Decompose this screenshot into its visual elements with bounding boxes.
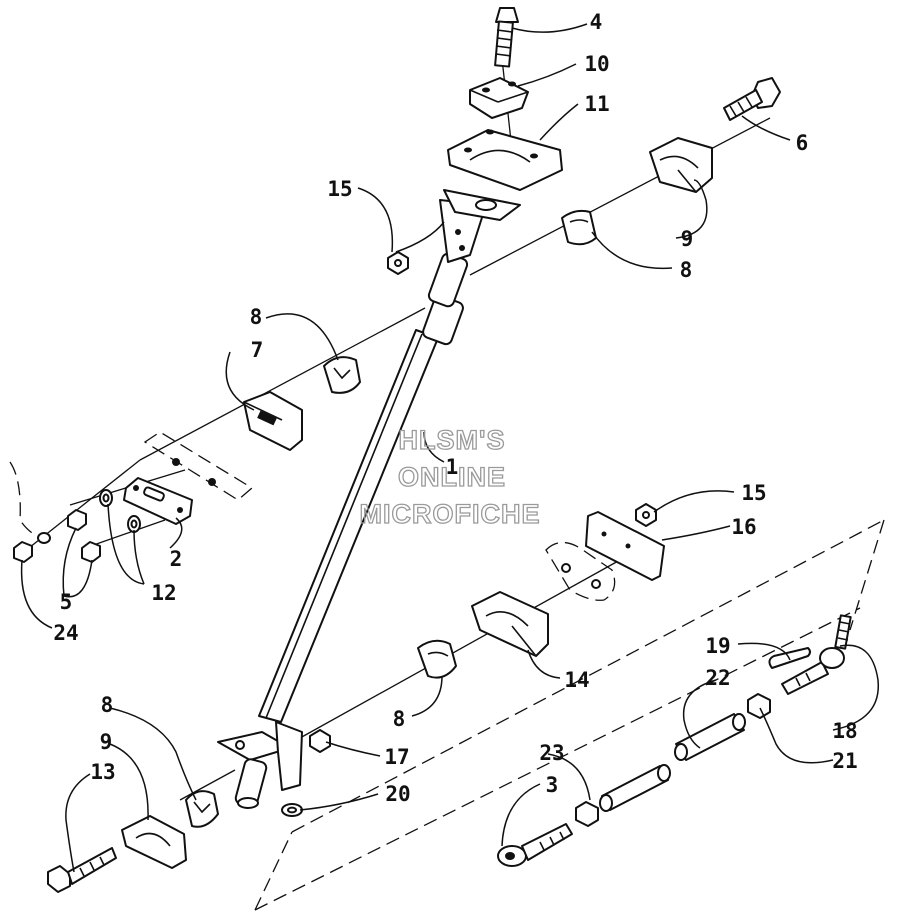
callout-8-middle: 8 bbox=[250, 305, 263, 329]
bushing-part-8-upper bbox=[561, 209, 597, 246]
callout-labels: 4 10 11 6 15 9 8 8 7 1 15 16 2 12 5 24 1… bbox=[53, 10, 857, 806]
callout-8-lower-middle: 8 bbox=[393, 707, 406, 731]
callout-19: 19 bbox=[705, 634, 730, 658]
bolt-part-13 bbox=[47, 847, 117, 893]
callout-4: 4 bbox=[590, 10, 603, 34]
callout-8-lower-left: 8 bbox=[101, 693, 114, 717]
callout-15-top: 15 bbox=[327, 177, 352, 201]
bolt-part-6 bbox=[723, 77, 781, 121]
watermark-line-1: HLSM'S bbox=[399, 425, 506, 455]
callout-22: 22 bbox=[705, 666, 730, 690]
nut-part-15-top bbox=[387, 251, 409, 275]
tie-rod-frame-lines bbox=[254, 519, 885, 911]
callout-20: 20 bbox=[385, 782, 410, 806]
block-part-9-upper bbox=[649, 137, 713, 193]
jam-nut-part-23 bbox=[575, 801, 599, 827]
cap-part-10 bbox=[469, 77, 529, 119]
callout-21: 21 bbox=[832, 749, 857, 773]
tie-rod-end-part-18 bbox=[781, 614, 852, 695]
nut-part-15-right bbox=[635, 503, 657, 527]
tie-rod-sleeve-part-22-b bbox=[674, 713, 746, 761]
callout-5: 5 bbox=[60, 590, 73, 614]
steering-post-part-1 bbox=[217, 189, 521, 809]
frame-plate-reference-right bbox=[545, 541, 616, 601]
plate-part-16 bbox=[585, 511, 665, 581]
callout-24: 24 bbox=[53, 621, 78, 645]
callout-2: 2 bbox=[170, 547, 183, 571]
callout-12: 12 bbox=[151, 581, 176, 605]
bushing-part-8-lower-left bbox=[185, 790, 219, 828]
tie-rod-end-part-3 bbox=[497, 823, 573, 867]
washers-part-12 bbox=[99, 489, 141, 533]
callout-15-right: 15 bbox=[741, 481, 766, 505]
callout-7: 7 bbox=[251, 338, 264, 362]
bracket-part-11 bbox=[447, 129, 563, 191]
watermark-line-2: ONLINE bbox=[398, 462, 506, 492]
bushing-part-8-lower-middle bbox=[417, 639, 457, 679]
callout-13: 13 bbox=[90, 760, 115, 784]
callout-9-lower: 9 bbox=[100, 730, 113, 754]
jam-nut-part-21 bbox=[747, 693, 771, 719]
callout-8-upper: 8 bbox=[680, 258, 693, 282]
callout-10: 10 bbox=[584, 52, 609, 76]
block-part-9-lower bbox=[121, 815, 187, 869]
tie-rod-sleeve-part-22-a bbox=[599, 764, 671, 812]
callout-9-upper: 9 bbox=[681, 227, 694, 251]
nuts-part-5 bbox=[67, 509, 101, 563]
callout-6: 6 bbox=[796, 131, 809, 155]
leader-lines bbox=[20, 23, 880, 873]
frame-plate-reference bbox=[143, 431, 254, 501]
block-part-7 bbox=[243, 391, 303, 451]
callout-18: 18 bbox=[832, 719, 857, 743]
callout-3: 3 bbox=[546, 773, 559, 797]
nut-part-24 bbox=[9, 461, 51, 563]
callout-17: 17 bbox=[384, 745, 409, 769]
watermark: HLSM'S ONLINE MICROFICHE bbox=[359, 424, 541, 529]
nut-part-17 bbox=[309, 729, 331, 753]
callout-1: 1 bbox=[446, 455, 459, 479]
watermark-line-3: MICROFICHE bbox=[360, 499, 541, 529]
callout-11: 11 bbox=[584, 92, 609, 116]
callout-23: 23 bbox=[539, 741, 564, 765]
block-part-14 bbox=[471, 591, 549, 657]
bolt-part-4 bbox=[494, 7, 519, 68]
callout-14: 14 bbox=[564, 668, 589, 692]
bushing-part-8-middle bbox=[323, 356, 361, 394]
washer-part-20 bbox=[281, 803, 303, 817]
callout-16: 16 bbox=[731, 515, 756, 539]
plate-part-2 bbox=[123, 477, 193, 525]
